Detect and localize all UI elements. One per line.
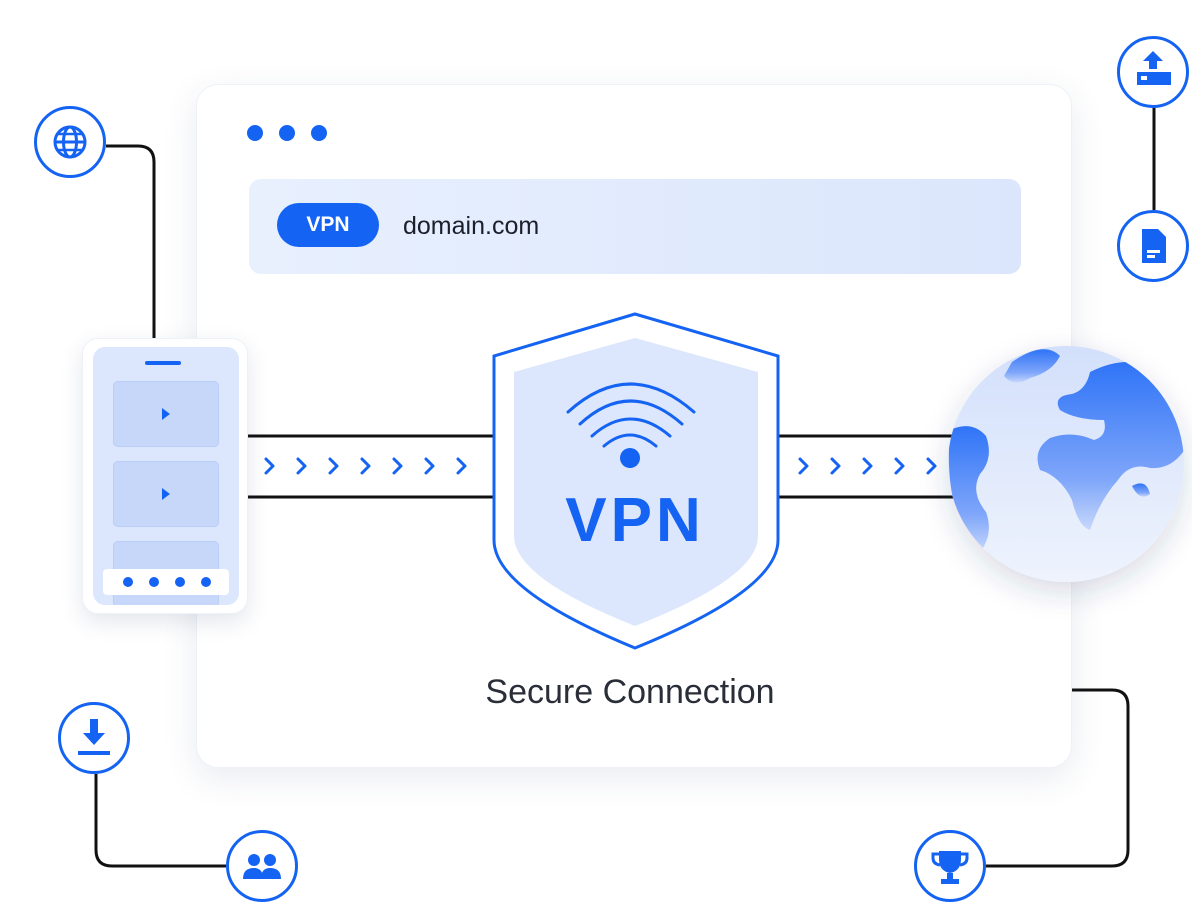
- connector-download-users: [94, 774, 226, 868]
- nav-dot[interactable]: [149, 577, 159, 587]
- arrow-chevron: [296, 457, 307, 475]
- arrow-chevron: [926, 457, 937, 475]
- globe-continents: [948, 349, 1184, 552]
- arrow-chevron: [328, 457, 339, 475]
- nav-dot[interactable]: [201, 577, 211, 587]
- arrow-chevron: [862, 457, 873, 475]
- arrow-chevron: [264, 457, 275, 475]
- mobile-phone: [82, 338, 248, 614]
- tunnel-right: [778, 434, 960, 499]
- video-card[interactable]: [113, 461, 219, 527]
- arrow-chevron: [798, 457, 809, 475]
- window-dot[interactable]: [247, 125, 263, 141]
- arrow-chevron: [894, 457, 905, 475]
- video-card[interactable]: [113, 381, 219, 447]
- arrow-chevron: [456, 457, 467, 475]
- connector-browser-trophy: [986, 688, 1130, 868]
- arrow-chevron: [392, 457, 403, 475]
- window-dot[interactable]: [279, 125, 295, 141]
- wifi-icon: [566, 382, 696, 448]
- shield-label: VPN: [565, 486, 705, 555]
- users-icon[interactable]: [226, 830, 298, 902]
- nav-dot[interactable]: [123, 577, 133, 587]
- trophy-icon[interactable]: [914, 830, 986, 902]
- tunnel-left: [246, 434, 494, 499]
- nav-dot[interactable]: [175, 577, 185, 587]
- vpn-badge[interactable]: VPN: [277, 203, 379, 247]
- address-bar[interactable]: VPN domain.com: [249, 179, 1021, 274]
- window-dot[interactable]: [311, 125, 327, 141]
- arrow-chevron: [830, 457, 841, 475]
- phone-nav-bar: [103, 569, 229, 595]
- download-icon[interactable]: [58, 702, 130, 774]
- vpn-shield: [492, 312, 780, 650]
- phone-speaker: [145, 361, 181, 365]
- connector-globe-phone: [106, 144, 156, 338]
- document-icon[interactable]: [1117, 210, 1189, 282]
- upload-icon[interactable]: [1117, 36, 1189, 108]
- wifi-dot: [620, 448, 640, 468]
- play-icon: [162, 408, 170, 420]
- phone-screen: [93, 347, 239, 605]
- play-icon: [162, 488, 170, 500]
- url-text[interactable]: domain.com: [403, 212, 540, 240]
- secure-connection-caption: Secure Connection: [485, 673, 775, 711]
- arrow-chevron: [424, 457, 435, 475]
- arrow-chevron: [360, 457, 371, 475]
- globe-icon[interactable]: [34, 106, 106, 178]
- window-controls: [247, 125, 327, 141]
